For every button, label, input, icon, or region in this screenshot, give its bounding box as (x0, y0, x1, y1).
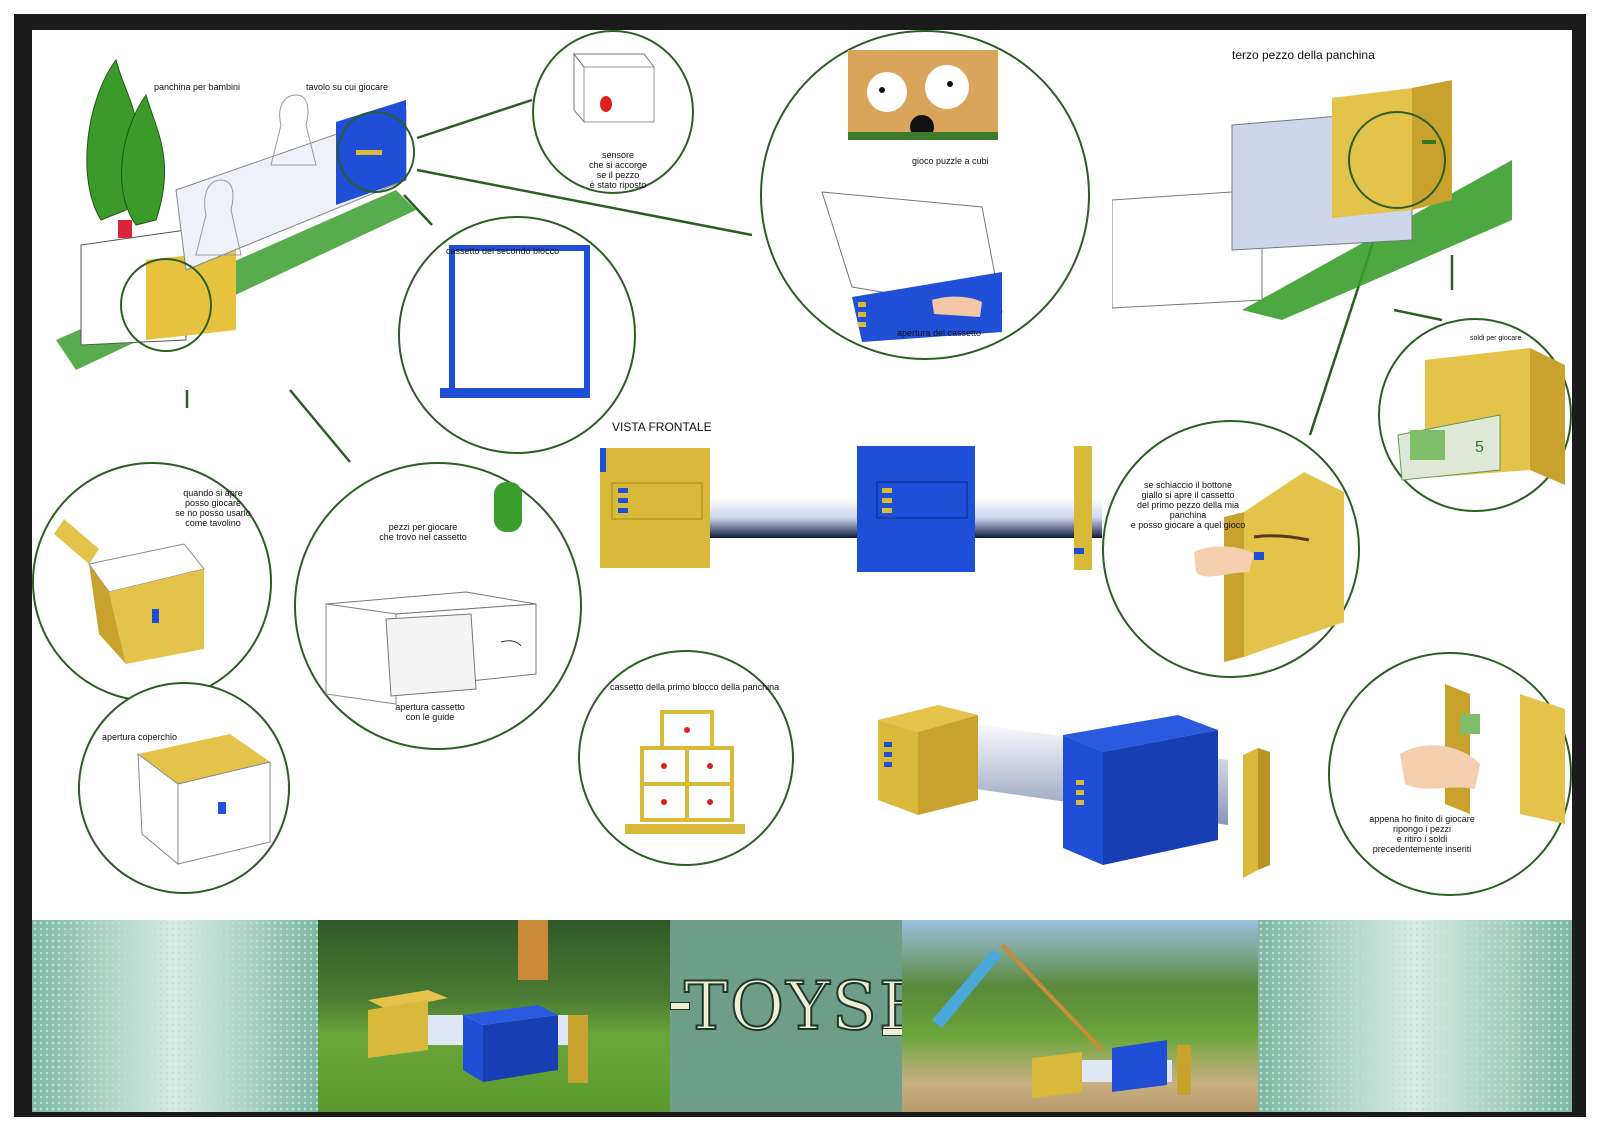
label-tavolo: tavolo su cui giocare (306, 82, 389, 92)
bench-3d-render (868, 660, 1288, 890)
money-circle: 5 soldi per giocare (1378, 318, 1572, 512)
park-render-left (368, 920, 588, 1083)
sensore-line-3: se il pezzo (596, 170, 640, 180)
dash-left (670, 1002, 690, 1010)
lid-circle: apertura coperchio (78, 682, 290, 894)
bench-3d-drawing (878, 705, 1270, 878)
second-drawer-circle: cassetto del secondo blocco (398, 216, 636, 454)
label-vista-frontale: VISTA FRONTALE (612, 420, 712, 434)
lid-open-circle: quando si apre posso giocare se no posso… (32, 462, 272, 702)
front-view-drawing (600, 446, 1102, 572)
first-drawer-circle: cassetto della primo blocco della panchi… (578, 650, 794, 866)
label-cassetto-secondo: cassetto del secondo blocco (446, 246, 560, 256)
bench-drawing (56, 58, 416, 370)
schiaccio-line-2: giallo si apre il cassetto (1141, 490, 1235, 500)
sensor-detail-circle: sensore che si accorge se il pezzo è sta… (532, 30, 694, 194)
bench-sketch: panchina per bambini tavolo su cui gioca… (36, 40, 416, 390)
park-photo-right (902, 920, 1258, 1112)
schiaccio-line-3: del primo pezzo della mia panchina (1136, 500, 1240, 520)
finito-line-3: e ritiro i soldi (1396, 834, 1448, 844)
schiaccio-line-1: se schiaccio il bottone (1143, 480, 1233, 490)
quando-line-4: come tavolino (185, 518, 241, 528)
puzzle-circle: gioco puzzle a cubi apertura del cassett… (760, 30, 1090, 360)
label-apertura-cassetto: apertura del cassetto (897, 328, 982, 338)
label-apertura-guide: apertura cassetto con le guide (380, 702, 480, 722)
quando-line-2: posso giocare (184, 498, 242, 508)
label-schiaccio: se schiaccio il bottone giallo si apre i… (1118, 480, 1258, 530)
pieces-drawing (325, 482, 537, 705)
pattern-tile-left (32, 920, 318, 1112)
label-apertura-coperchio: apertura coperchio (102, 732, 178, 742)
pieces-circle: pezzi per giocare che trovo nel cassetto… (294, 462, 582, 750)
label-terzo-pezzo: terzo pezzo della panchina (1232, 48, 1375, 62)
pattern-tile-right (1258, 920, 1572, 1112)
guide-line-2: con le guide (405, 712, 455, 722)
money-value: 5 (1475, 439, 1484, 456)
guide-line-1: apertura cassetto (395, 702, 465, 712)
sensore-line-2: che si accorge (588, 160, 648, 170)
label-pezzi: pezzi per giocare che trovo nel cassetto (368, 522, 478, 542)
puzzle-drawing (821, 50, 1003, 342)
quando-line-1: quando si apre (183, 488, 243, 498)
label-gioco-puzzle: gioco puzzle a cubi (912, 156, 989, 166)
title-tile: TOYSBENCH (670, 920, 1150, 1112)
sensor-drawing (572, 52, 656, 124)
pezzi-line-2: che trovo nel cassetto (379, 532, 467, 542)
button-press-circle: se schiaccio il bottone giallo si apre i… (1102, 420, 1360, 678)
sensore-line-1: sensore (601, 150, 635, 160)
schiaccio-line-4: e posso giocare a quel gioco (1130, 520, 1246, 530)
connector-lines (185, 98, 1454, 463)
front-view-panel: VISTA FRONTALE (592, 398, 1112, 608)
label-finito: appena ho finito di giocare ripongo i pe… (1352, 814, 1492, 854)
label-soldi: soldi per giocare (1470, 335, 1522, 342)
label-cassetto-primo: cassetto della primo blocco della panchi… (610, 682, 780, 692)
second-drawer-drawing (440, 245, 590, 398)
park-photo-left (318, 920, 670, 1112)
money-drawing: 5 (1397, 348, 1565, 485)
sensore-line-4: è stato riposto (589, 180, 647, 190)
quando-line-3: se no posso usarlo (175, 508, 251, 518)
finished-circle: appena ho finito di giocare ripongo i pe… (1328, 652, 1572, 896)
third-piece-sketch: terzo pezzo della panchina (1111, 40, 1512, 320)
third-piece-drawing (1111, 80, 1512, 320)
finished-drawing (1400, 684, 1565, 824)
finito-line-1: appena ho finito di giocare (1369, 814, 1475, 824)
park-render-right (932, 943, 1191, 1098)
lid-open-drawing (54, 519, 205, 664)
poster-sheet: panchina per bambini tavolo su cui gioca… (32, 30, 1572, 1112)
label-panchina: panchina per bambini (154, 82, 241, 92)
label-sensore: sensore che si accorge se il pezzo è sta… (578, 150, 658, 190)
pezzi-line-1: pezzi per giocare (388, 522, 458, 532)
label-quando-si-apre: quando si apre posso giocare se no posso… (168, 488, 258, 528)
finito-line-4: precedentemente inseriti (1372, 844, 1472, 854)
finito-line-2: ripongo i pezzi (1392, 824, 1452, 834)
bottom-banner: TOYSBENCH (32, 920, 1572, 1112)
first-drawer-drawing (625, 710, 745, 834)
lid-drawing (137, 734, 271, 866)
button-press-drawing (1194, 472, 1344, 662)
